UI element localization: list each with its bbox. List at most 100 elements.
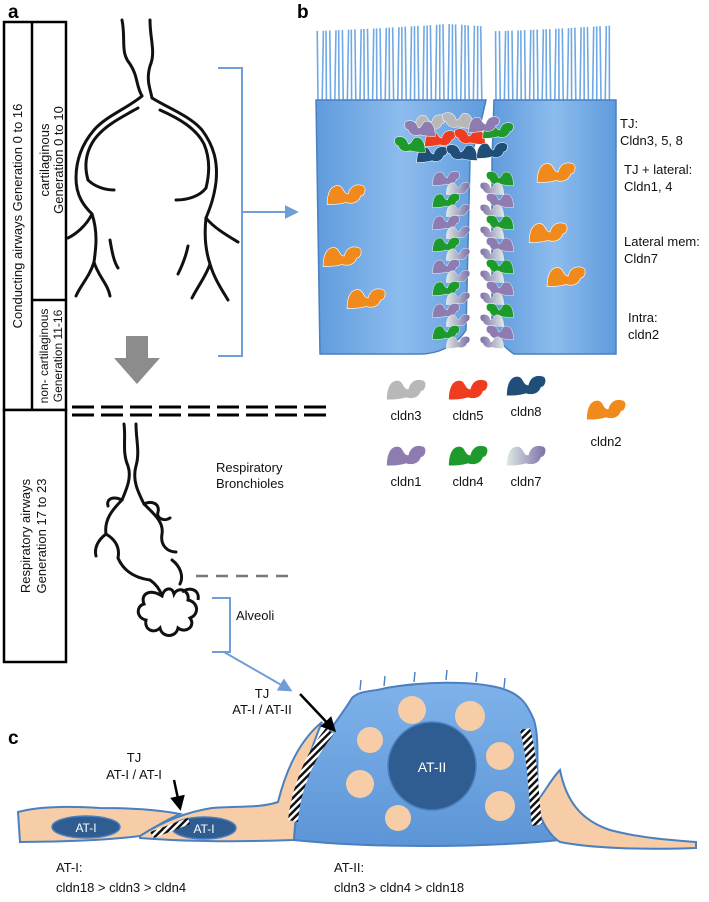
cilium — [391, 27, 395, 101]
cartilaginous-label: cartilaginous — [37, 123, 52, 196]
cilium — [548, 29, 552, 101]
noncart-gen-label: Generation 11-16 — [51, 309, 65, 402]
cilium — [359, 29, 362, 101]
lamellar-body — [385, 805, 411, 831]
intra-title: Intra: — [628, 310, 658, 325]
tj-at1-at2-left — [288, 728, 334, 822]
lamellar-body — [398, 696, 426, 724]
cilium — [328, 30, 332, 101]
cilium — [404, 26, 407, 101]
at1-cell-middle — [139, 721, 323, 843]
respiratory-label: Respiratory airways — [18, 478, 33, 593]
cilium — [523, 30, 527, 101]
cilium — [467, 25, 470, 101]
cilium — [447, 24, 451, 101]
cilium — [536, 29, 539, 101]
respiratory-bronchioles — [94, 422, 184, 598]
cilium — [554, 28, 557, 101]
tj-at1-at1 — [150, 818, 190, 838]
cilium — [503, 30, 507, 101]
at2-summary-title: AT-II: — [334, 860, 364, 875]
cilium — [434, 24, 438, 101]
latmem-title: Lateral mem: — [624, 234, 700, 249]
cilium — [591, 26, 595, 101]
tj-value: Cldn3, 5, 8 — [620, 133, 683, 148]
tj-top-label-2: AT-I / AT-II — [232, 702, 291, 717]
alveoli-bracket — [212, 597, 231, 653]
latmem-value: Cldn7 — [624, 251, 658, 266]
alveoli-label: Alveoli — [236, 608, 274, 623]
tj-at2-right — [520, 728, 542, 826]
cilium — [599, 26, 602, 101]
intra-value: cldn2 — [628, 327, 659, 342]
panel-label-c: c — [8, 728, 19, 749]
cilium — [454, 24, 458, 101]
cilium — [316, 30, 319, 101]
alveolar-sac — [136, 587, 198, 637]
legend-label-cldn2: cldn2 — [590, 434, 621, 449]
tj-top-arrow — [299, 693, 337, 733]
bronchioles-label-2: Bronchioles — [216, 476, 284, 491]
at1-cell-right — [537, 767, 697, 850]
legend-swatch-cldn2 — [585, 399, 627, 421]
bronchial-tree — [66, 18, 240, 302]
cartilaginous-gen-label: Generation 0 to 10 — [51, 106, 66, 214]
at1-nucleus-label-left: AT-I — [75, 821, 96, 835]
claudin-cldn7-right — [479, 336, 505, 349]
conducting-bar — [2, 20, 68, 412]
cilium — [479, 26, 483, 101]
microvillus — [503, 677, 506, 689]
noncart-label: non- cartilaginous — [37, 309, 51, 404]
cilium — [586, 26, 590, 101]
panel-b: b TJ: Cldn3, 5, 8 TJ + lateral: Cldn1, 4… — [297, 2, 700, 489]
progression-arrow — [114, 336, 160, 384]
legend-swatch-cldn5 — [447, 379, 489, 401]
lamellar-bodies — [346, 696, 515, 831]
panel-label-b: b — [297, 2, 309, 23]
tj-left-label-2: AT-I / AT-I — [106, 767, 162, 782]
respiratory-gen-label: Generation 17 to 23 — [34, 479, 49, 594]
panel-a: a Conducting airways Generation 0 to 16 … — [2, 2, 330, 692]
legend-swatch-cldn1 — [385, 445, 427, 467]
tjlat-title: TJ + lateral: — [624, 162, 692, 177]
legend-swatch-cldn8 — [505, 375, 547, 397]
cilium — [574, 27, 577, 101]
legend-swatch-cldn7 — [505, 445, 547, 467]
cilium — [341, 29, 344, 101]
cilium — [371, 28, 375, 101]
cilium — [511, 30, 514, 101]
panel-label-a: a — [8, 2, 19, 23]
alveolus-bud — [181, 587, 200, 601]
tj-title: TJ: — [620, 116, 638, 131]
cilium — [422, 25, 425, 101]
microvillus — [359, 679, 362, 691]
legend-label-cldn8: cldn8 — [510, 404, 541, 419]
tj-top-label: TJ — [255, 686, 269, 701]
microvillus — [413, 671, 416, 683]
cilium — [604, 25, 608, 101]
at1-nucleus-left — [51, 815, 121, 839]
at1-summary-order: cldn18 > cldn3 > cldn4 — [56, 880, 186, 895]
at2-nucleus — [387, 721, 477, 811]
legend-swatch-cldn4 — [447, 445, 489, 467]
cilium — [561, 28, 564, 101]
at2-microvilli — [359, 669, 506, 691]
cilium — [516, 30, 519, 101]
cilia — [316, 24, 611, 101]
cilium — [541, 29, 545, 101]
lamellar-body — [486, 742, 514, 770]
panel-c: c AT-I AT-I AT-II TJ AT-I / AT-II TJ AT-… — [8, 669, 697, 895]
tjlat-value: Cldn1, 4 — [624, 179, 672, 194]
cilium — [528, 29, 532, 101]
respiratory-bar — [2, 408, 68, 664]
cilium — [346, 29, 350, 101]
legend-swatch-cldn3 — [385, 379, 427, 401]
cilium — [472, 25, 476, 101]
cilium — [397, 27, 400, 101]
legend-label-cldn4: cldn4 — [452, 474, 483, 489]
cilium — [384, 27, 388, 101]
legend-label-cldn5: cldn5 — [452, 408, 483, 423]
cilium — [429, 25, 433, 101]
